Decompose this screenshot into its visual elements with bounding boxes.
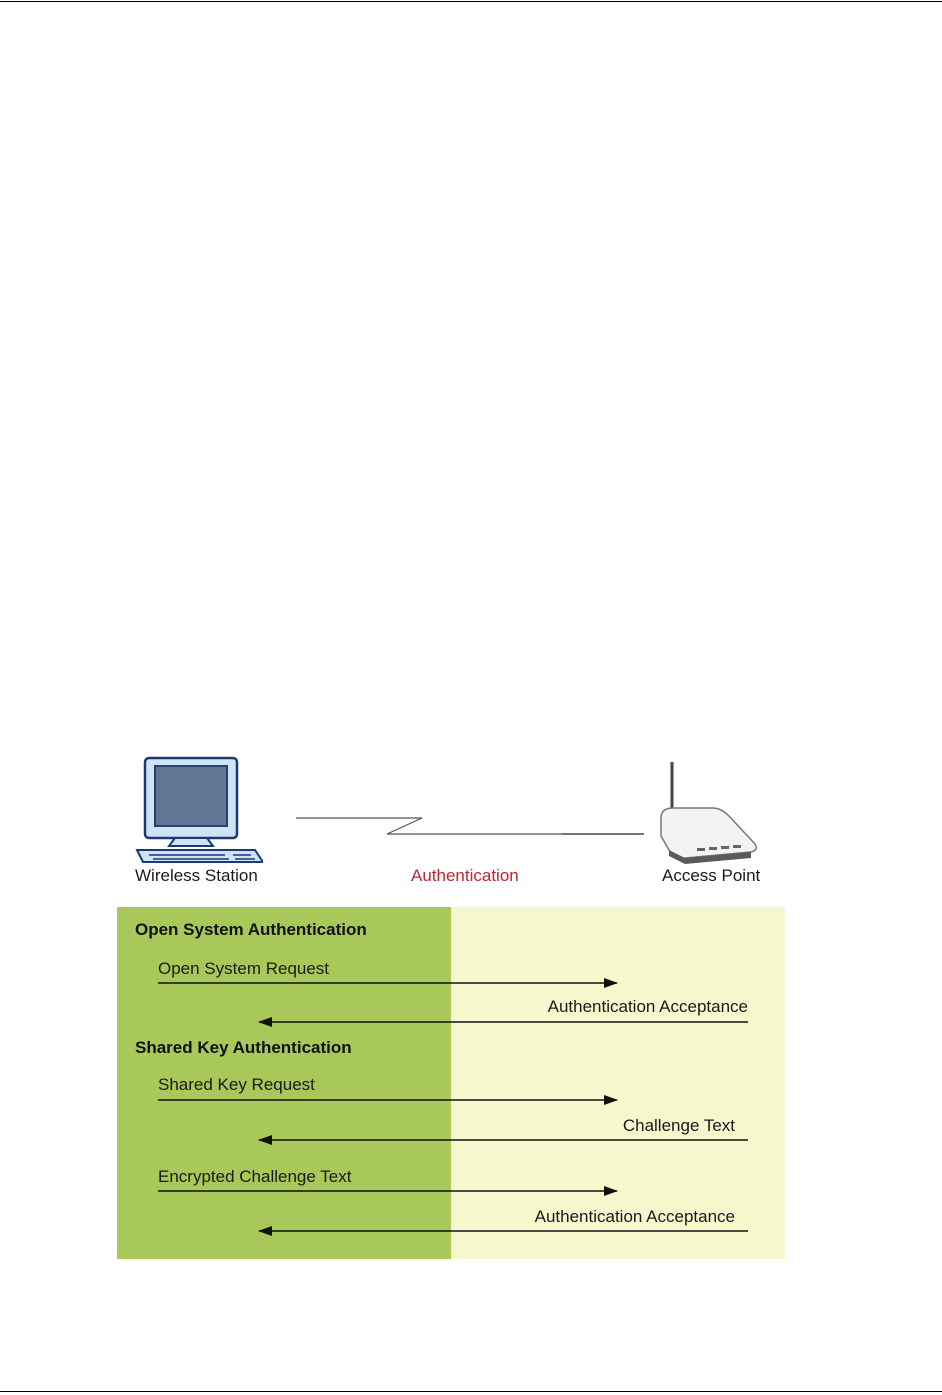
exchange-panel: Open System Authentication Open System R…: [117, 907, 785, 1259]
message-label: Authentication Acceptance: [534, 1207, 735, 1226]
message-label: Authentication Acceptance: [547, 997, 748, 1016]
access-point-label: Access Point: [662, 866, 761, 885]
authentication-figure: Wireless Station Authentication Access P…: [117, 752, 785, 1259]
access-point-side-panel: [451, 907, 785, 1259]
authentication-link-label: Authentication: [411, 866, 519, 885]
wireless-link-line: [296, 817, 644, 835]
message-label: Challenge Text: [622, 1116, 735, 1135]
message-label: Open System Request: [158, 959, 330, 978]
message-label: Encrypted Challenge Text: [158, 1167, 352, 1186]
open-system-heading: Open System Authentication: [135, 920, 367, 939]
access-point-icon: [660, 762, 758, 864]
wireless-station-label: Wireless Station: [135, 866, 258, 885]
station-side-panel: [117, 907, 451, 1259]
computer-icon: [135, 756, 263, 863]
header-rule: [0, 1, 942, 2]
footer-rule: [0, 1391, 942, 1392]
message-arrows: [158, 978, 748, 1236]
message-label: Shared Key Request: [158, 1075, 315, 1094]
shared-key-heading: Shared Key Authentication: [135, 1038, 352, 1057]
